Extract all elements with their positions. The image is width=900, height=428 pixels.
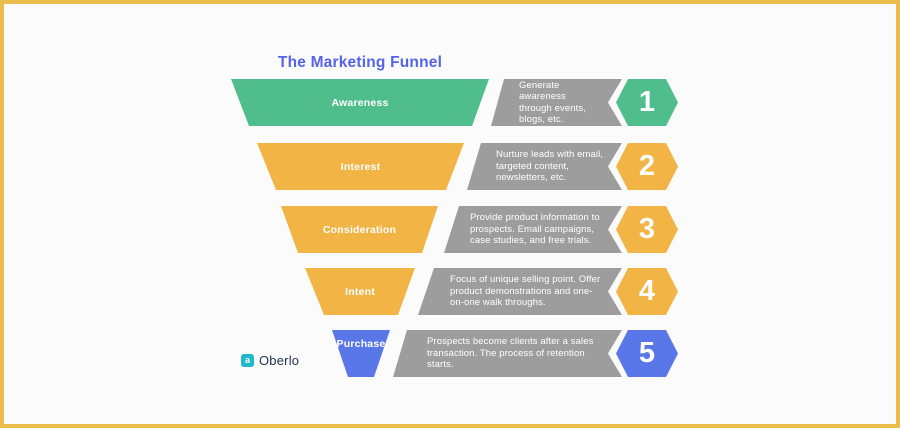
stage-label: Consideration (322, 223, 397, 236)
stage-number: 5 (638, 337, 656, 369)
stage-banner-intent: Focus of unique selling point. Offer pro… (418, 268, 622, 315)
banner-text: Focus of unique selling point. Offer pro… (450, 274, 601, 309)
stage-number: 2 (638, 150, 656, 182)
funnel-stage-consideration: Consideration (281, 206, 438, 253)
stage-banner-consideration: Provide product information to prospects… (444, 206, 622, 253)
banner-text: Prospects become clients after a sales t… (427, 336, 594, 371)
oberlo-logo-text: Oberlo (259, 353, 300, 368)
funnel-stage-intent: Intent (305, 268, 415, 315)
stage-number: 4 (638, 275, 656, 307)
stage-label: Interest (340, 160, 381, 173)
stage-number-hexagon: 1 (616, 79, 678, 126)
banner-text: Provide product information to prospects… (470, 212, 600, 247)
stage-banner-purchase: Prospects become clients after a sales t… (393, 330, 622, 377)
stage-banner-awareness: Generate awareness through events, blogs… (491, 79, 622, 126)
stage-label: Awareness (331, 96, 389, 109)
stage-number-hexagon: 4 (616, 268, 678, 315)
funnel-stage-purchase: Purchase (332, 330, 390, 377)
funnel-stage-interest: Interest (257, 143, 464, 190)
stage-number-hexagon: 5 (616, 330, 678, 377)
stage-number: 3 (638, 213, 656, 245)
stage-label: Intent (345, 285, 375, 298)
stage-banner-interest: Nurture leads with email, targeted conte… (467, 143, 622, 190)
stage-number: 1 (638, 86, 656, 118)
stage-number-hexagon: 2 (616, 143, 678, 190)
funnel-stage-awareness: Awareness (231, 79, 489, 126)
banner-text: Nurture leads with email, targeted conte… (496, 149, 604, 184)
page-title: The Marketing Funnel (277, 54, 443, 71)
banner-text: Generate awareness through events, blogs… (519, 79, 586, 126)
stage-number-hexagon: 3 (616, 206, 678, 253)
oberlo-logo: a Oberlo (241, 353, 299, 368)
oberlo-logo-icon: a (241, 354, 254, 367)
stage-label: Purchase (336, 338, 386, 350)
